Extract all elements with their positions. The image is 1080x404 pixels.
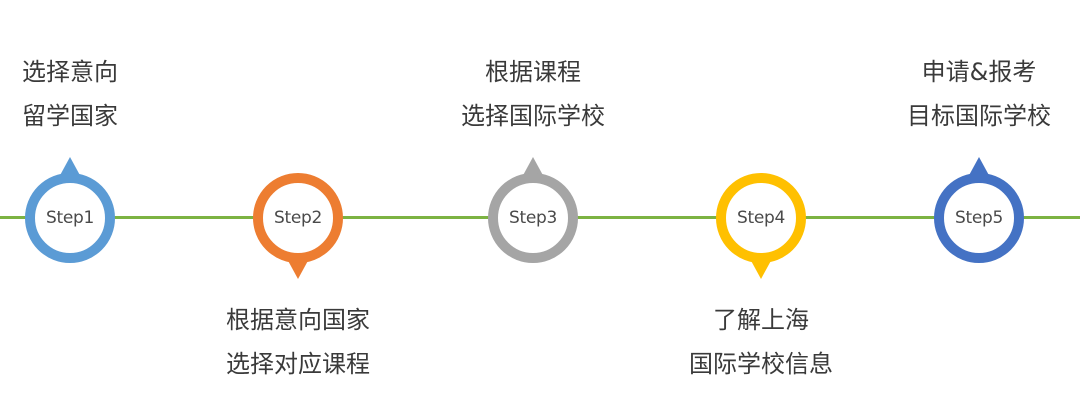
step-4-label: Step4 <box>736 208 786 228</box>
step-1-caption-line-1: 选择意向 <box>22 58 118 86</box>
step-1-ring: Step1 <box>25 173 115 263</box>
step-2-caption: 根据意向国家 选择对应课程 <box>178 298 418 386</box>
step-2-marker: Step2 <box>253 173 343 279</box>
step-5-marker: Step5 <box>934 157 1024 263</box>
step-3-caption-line-1: 根据课程 <box>485 58 581 86</box>
step-5-label: Step5 <box>954 208 1004 228</box>
step-2-caption-line-2: 选择对应课程 <box>226 350 370 378</box>
step-2-caption-line-1: 根据意向国家 <box>226 306 370 334</box>
step-1-caption: 选择意向 留学国家 <box>0 50 190 138</box>
step-1-caption-line-2: 留学国家 <box>22 102 118 130</box>
step-4-marker: Step4 <box>716 173 806 279</box>
step-5-caption: 申请&报考 目标国际学校 <box>859 50 1080 138</box>
step-4-caption: 了解上海 国际学校信息 <box>641 298 881 386</box>
step-3-caption: 根据课程 选择国际学校 <box>413 50 653 138</box>
step-2-ring: Step2 <box>253 173 343 263</box>
step-2-label: Step2 <box>273 208 323 228</box>
step-4-ring: Step4 <box>716 173 806 263</box>
step-3-label: Step3 <box>508 208 558 228</box>
step-5-caption-line-1: 申请&报考 <box>921 58 1037 86</box>
step-3-ring: Step3 <box>488 173 578 263</box>
step-4-caption-line-2: 国际学校信息 <box>689 350 833 378</box>
step-1-label: Step1 <box>45 208 95 228</box>
step-5-caption-line-2: 目标国际学校 <box>907 102 1051 130</box>
step-1-marker: Step1 <box>25 157 115 263</box>
step-4-caption-line-1: 了解上海 <box>713 306 809 334</box>
step-5-ring: Step5 <box>934 173 1024 263</box>
step-3-marker: Step3 <box>488 157 578 263</box>
step-3-caption-line-2: 选择国际学校 <box>461 102 605 130</box>
